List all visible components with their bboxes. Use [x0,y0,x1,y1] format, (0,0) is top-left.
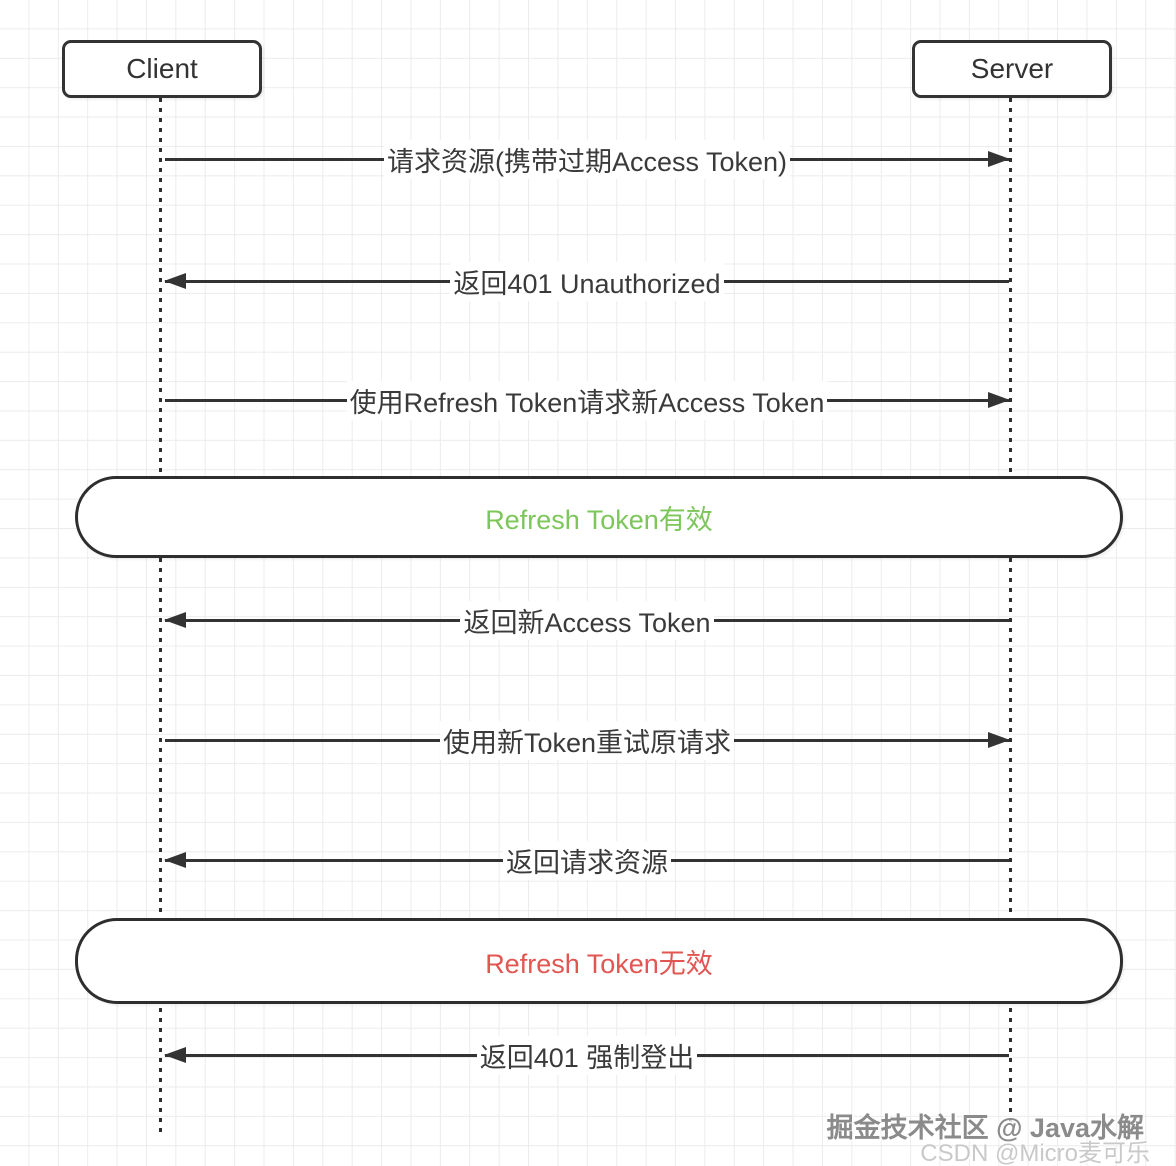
band-label: Refresh Token无效 [485,948,713,979]
band-refresh-token-invalid: Refresh Token无效 [75,918,1123,1004]
arrowhead-left-icon [164,1047,186,1063]
arrowhead-left-icon [164,612,186,628]
message-return-resource: 返回请求资源 [162,840,1012,880]
message-return-new-access-token: 返回新Access Token [162,600,1012,640]
message-401-force-logout: 返回401 强制登出 [162,1035,1012,1075]
message-label: 请求资源(携带过期Access Token) [383,139,791,179]
message-use-refresh-token: 使用Refresh Token请求新Access Token [162,380,1012,420]
watermark-csdn: CSDN @Micro麦可乐 [920,1140,1150,1166]
actor-box-server: Server [912,40,1112,98]
message-retry-original-request: 使用新Token重试原请求 [162,720,1012,760]
message-label: 使用Refresh Token请求新Access Token [346,380,828,420]
actor-label-server: Server [970,53,1054,84]
watermark-juejin: 掘金技术社区 @ Java水解 [826,1113,1144,1143]
arrowhead-right-icon [988,732,1010,748]
message-label: 使用新Token重试原请求 [439,720,735,760]
message-request-resource: 请求资源(携带过期Access Token) [162,139,1012,179]
arrowhead-right-icon [988,392,1010,408]
message-label: 返回401 Unauthorized [450,261,724,301]
actor-label-client: Client [126,53,198,84]
arrowhead-right-icon [988,151,1010,167]
arrowhead-left-icon [164,273,186,289]
band-refresh-token-valid: Refresh Token有效 [75,476,1123,558]
message-label: 返回新Access Token [460,600,714,640]
band-label: Refresh Token有效 [485,504,713,535]
server-lifeline [1009,98,1012,1126]
client-lifeline [159,98,162,1136]
actor-box-client: Client [62,40,262,98]
message-label: 返回401 强制登出 [476,1035,698,1075]
message-label: 返回请求资源 [503,840,671,880]
arrowhead-left-icon [164,852,186,868]
message-401-unauthorized: 返回401 Unauthorized [162,261,1012,301]
